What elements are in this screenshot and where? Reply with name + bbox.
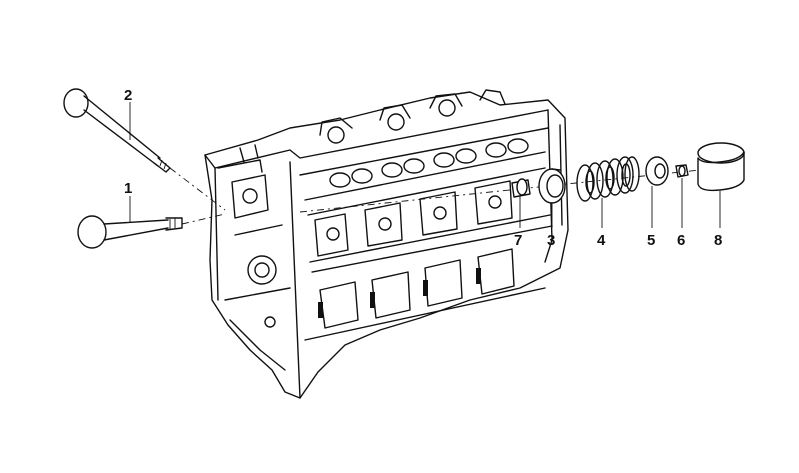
callout-8: 8 [714, 232, 722, 249]
exhaust-valve [63, 88, 226, 211]
lower-ports [304, 248, 546, 341]
callout-2: 2 [124, 87, 132, 104]
callout-7: 7 [514, 232, 522, 249]
callout-5: 5 [647, 232, 655, 249]
spring-seat [538, 168, 566, 204]
valve-stem-seal [511, 178, 531, 198]
cylinder-head [204, 89, 569, 399]
spring-retainer [645, 156, 669, 186]
leader-lines [129, 102, 721, 228]
intake-valve [77, 213, 226, 249]
callout-4: 4 [597, 232, 606, 249]
head-end-face [217, 144, 291, 371]
cam-towers [319, 89, 506, 144]
callout-3: 3 [547, 232, 555, 249]
bucket-tappet [697, 142, 745, 192]
valve-ports-upper [304, 138, 546, 216]
valve-spring [576, 156, 640, 202]
combustion-chambers [309, 180, 553, 273]
callout-1: 1 [124, 180, 132, 197]
callout-6: 6 [677, 232, 685, 249]
valve-keeper [675, 164, 689, 178]
